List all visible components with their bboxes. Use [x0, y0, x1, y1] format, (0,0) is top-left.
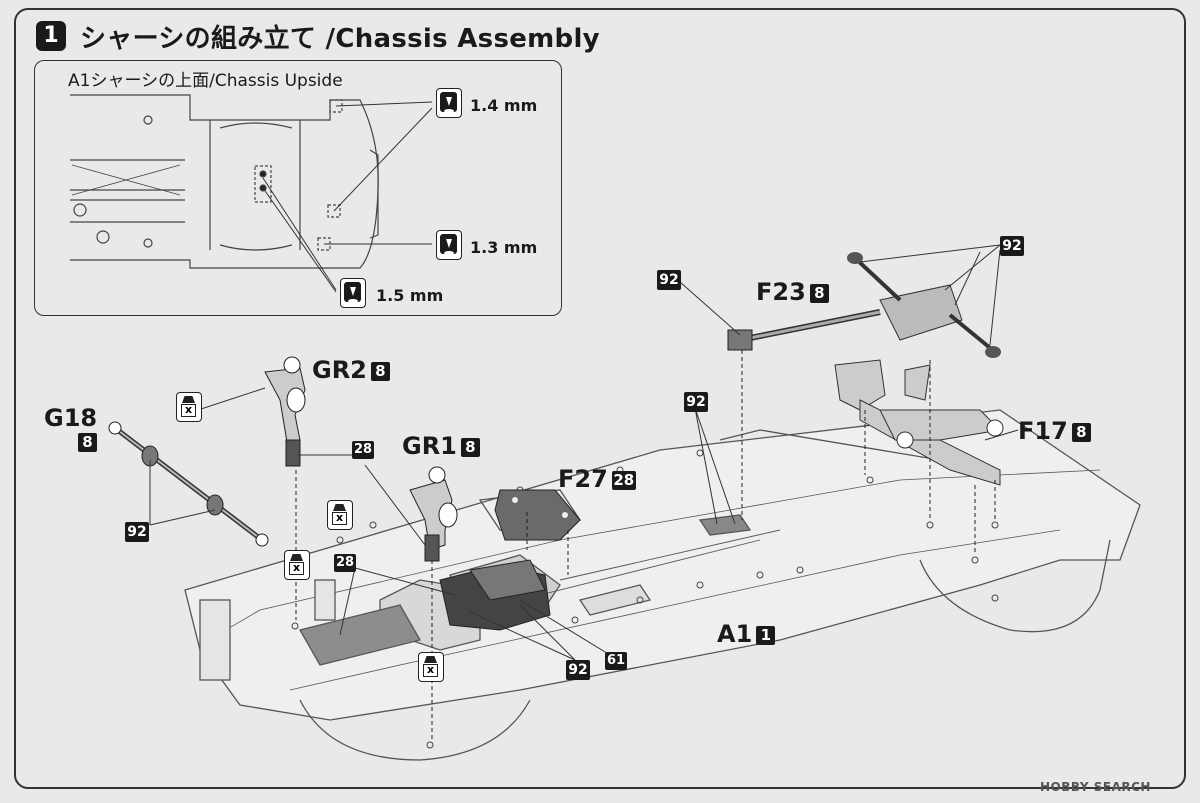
- step-title: シャーシの組み立て /Chassis Assembly: [80, 24, 600, 54]
- paint-code-tag: 61: [605, 652, 627, 670]
- instruction-frame: [14, 8, 1186, 789]
- cut-hole-icon: x: [284, 550, 310, 580]
- cut-hole-icon: x: [327, 500, 353, 530]
- drill-size-1-4: 1.4 mm: [470, 96, 538, 115]
- paint-code-tag: 28: [334, 554, 356, 572]
- chassis-holes: [291, 449, 999, 749]
- inset-title: A1シャーシの上面/Chassis Upside: [68, 71, 343, 91]
- step-number-badge: 1: [36, 21, 66, 51]
- inset-chassis-underside: [70, 94, 379, 269]
- part-label-g18: G18: [44, 404, 98, 432]
- gr1-part: [409, 466, 458, 562]
- g18-part: [108, 421, 269, 547]
- cut-hole-icon: x: [176, 392, 202, 422]
- leader-lines: [149, 244, 1019, 661]
- gr2-part: [264, 356, 306, 467]
- paint-code-tag: 92: [566, 660, 590, 680]
- inset-leader-lines: [262, 101, 433, 293]
- drill-size-1-5: 1.5 mm: [376, 286, 444, 305]
- drill-size-1-3: 1.3 mm: [470, 238, 538, 257]
- paint-code-tag: 92: [125, 522, 149, 542]
- assembly-guide-lines: [295, 350, 996, 740]
- watermark: HOBBY SEARCH: [1040, 780, 1151, 794]
- main-chassis: [184, 409, 1141, 761]
- paint-code-tag: 28: [352, 441, 374, 459]
- gearbox-part: [439, 559, 551, 631]
- cut-hole-icon: x: [418, 652, 444, 682]
- drill-bit-icon: [436, 230, 462, 260]
- drill-bit-icon: [436, 88, 462, 118]
- part-tag-g18: 8: [74, 432, 97, 452]
- f17-part: [834, 359, 1004, 486]
- paint-code-tag: 92: [684, 392, 708, 412]
- paint-code-tag: 92: [657, 270, 681, 290]
- f27-part: [494, 489, 581, 541]
- inset-panel: [34, 60, 562, 316]
- f23-part: [727, 252, 1001, 358]
- drill-bit-icon: [340, 278, 366, 308]
- paint-code-tag: 92: [1000, 236, 1024, 256]
